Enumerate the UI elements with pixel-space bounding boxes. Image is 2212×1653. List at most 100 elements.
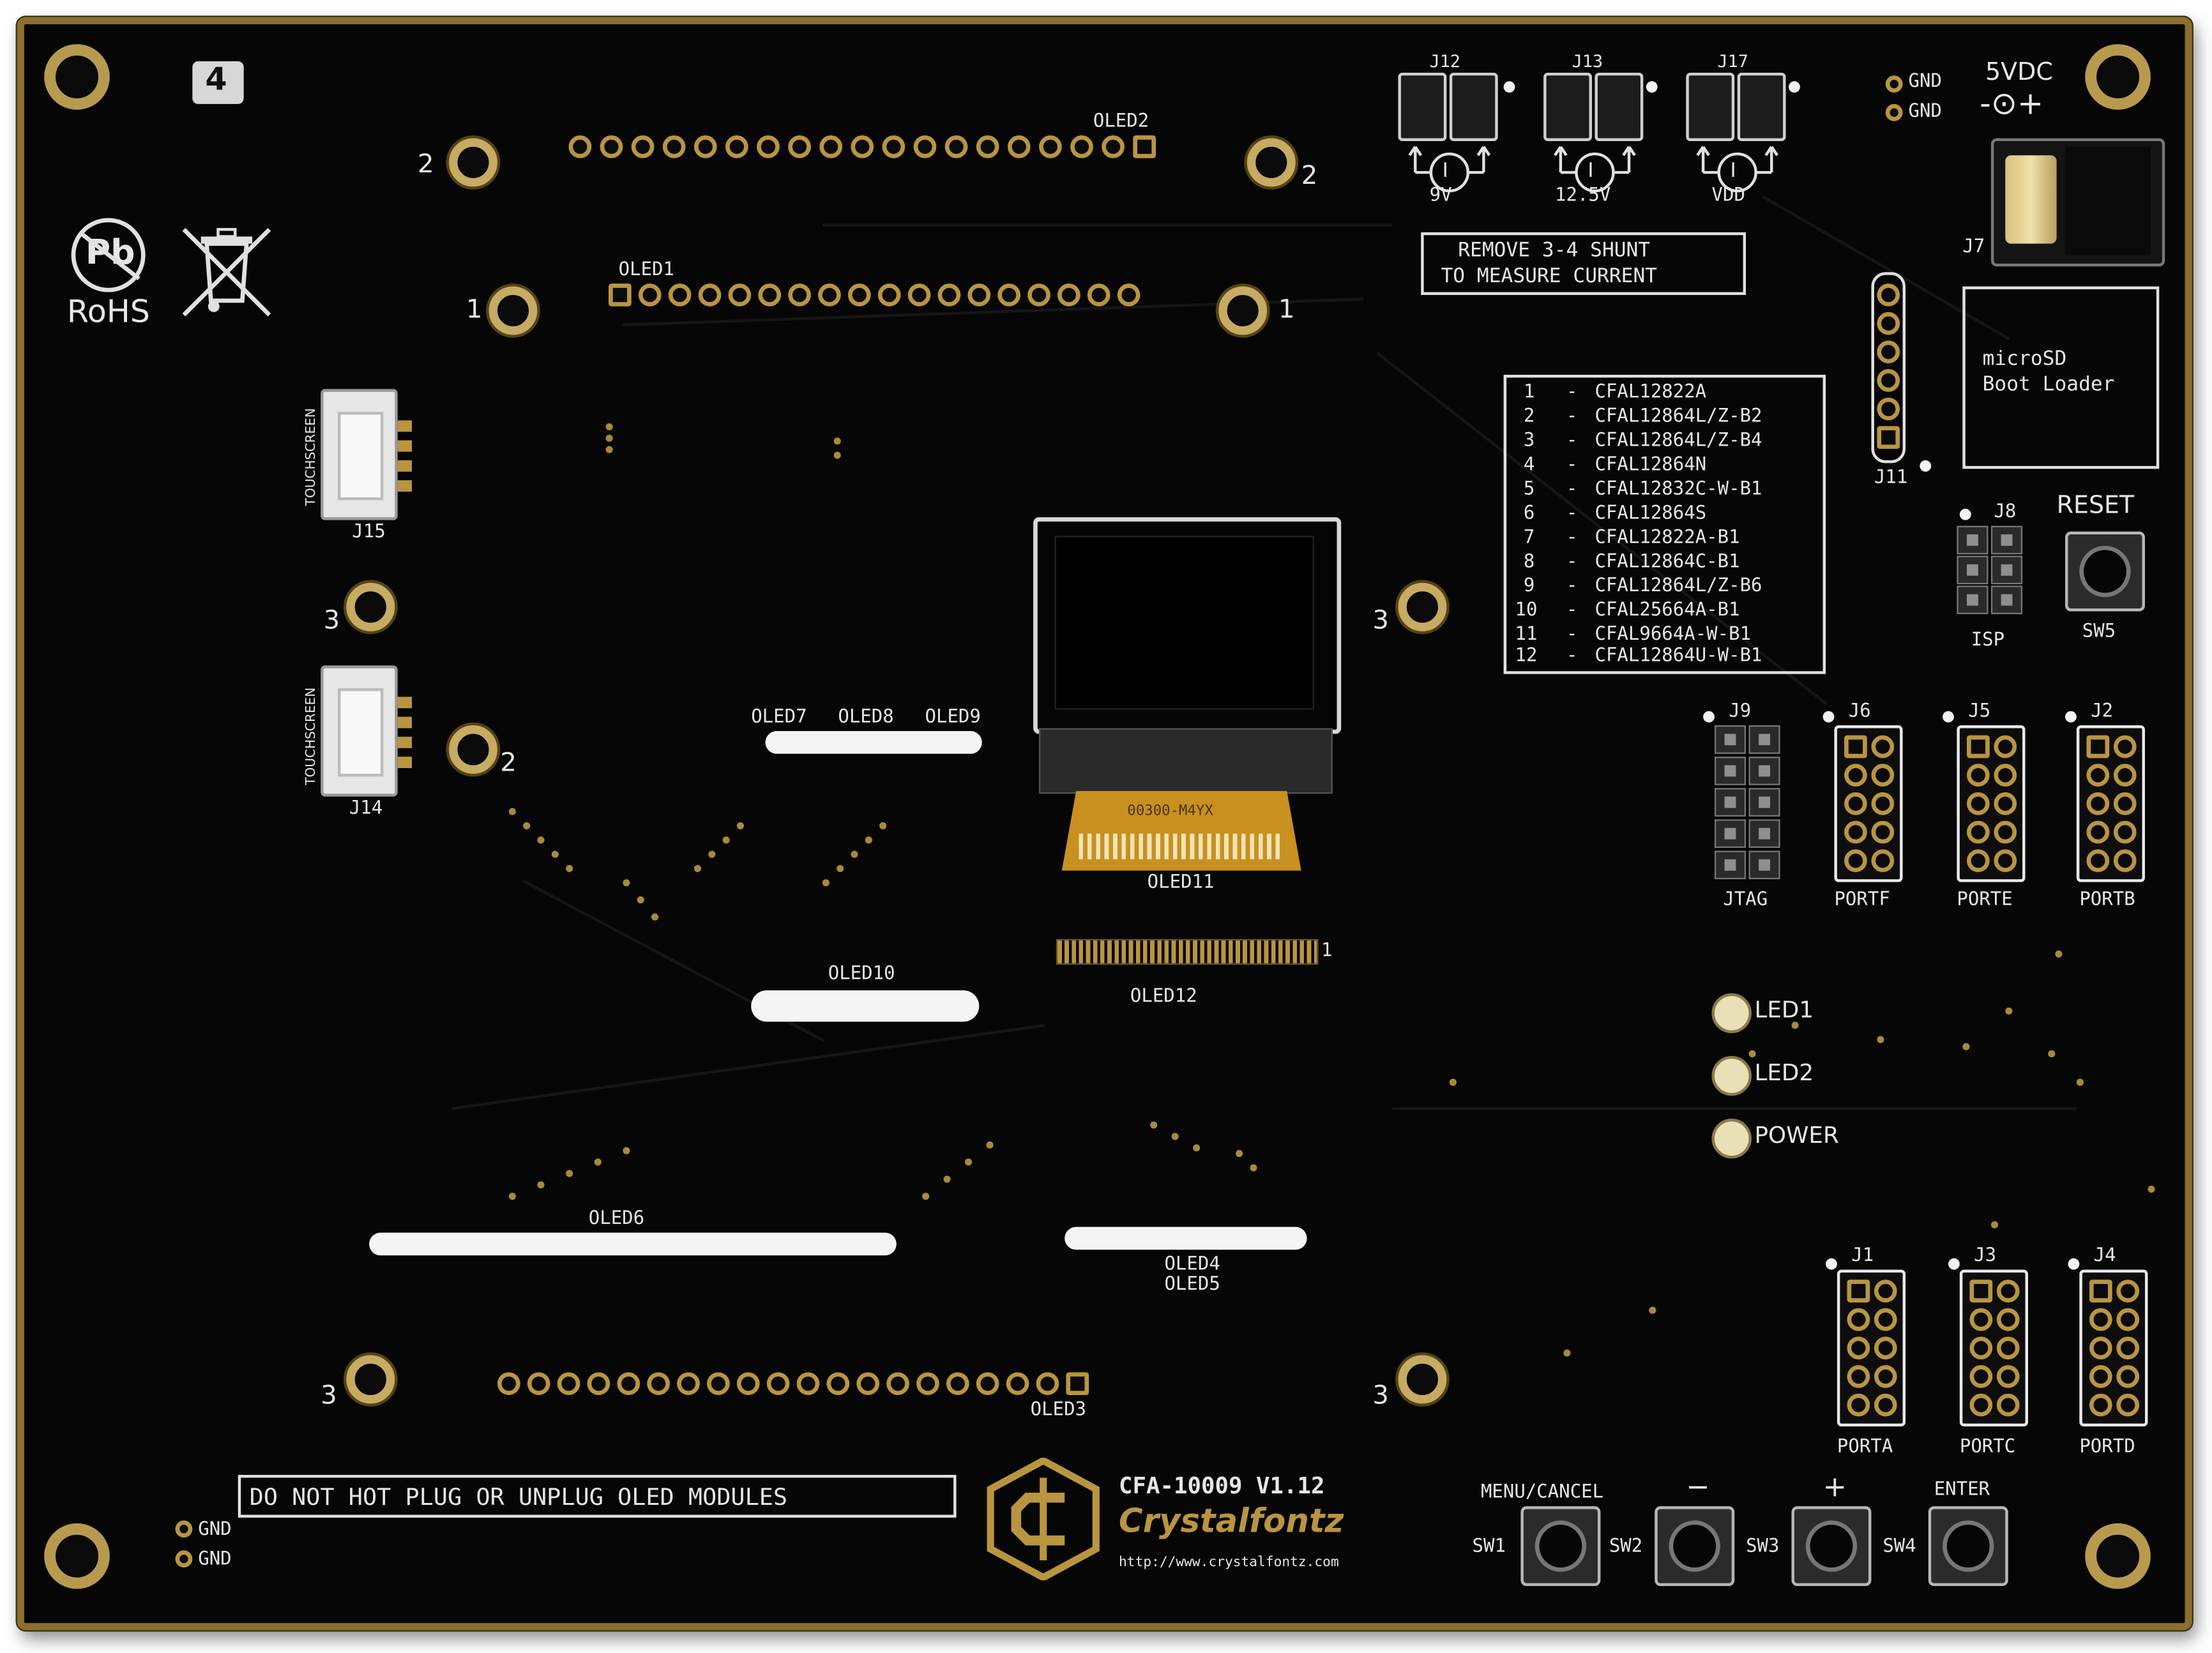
oled11-label: OLED11 bbox=[1147, 872, 1215, 894]
j14-touchscreen-connector[interactable] bbox=[321, 665, 413, 797]
jumper-j17[interactable]: J17 bbox=[1686, 53, 1786, 141]
current-meter-icon bbox=[1408, 146, 1491, 193]
oled8-label: OLED8 bbox=[838, 707, 894, 728]
revision-badge: 4 bbox=[192, 61, 244, 104]
mount-label: 2 bbox=[1301, 161, 1318, 192]
pcb-board: 4 Pb RoHS OLED2 OLED1 2 2 1 1 3 3 2 bbox=[17, 17, 2192, 1631]
jumper-j12[interactable]: J12 bbox=[1398, 53, 1498, 141]
sw2-minus-label: − bbox=[1686, 1469, 1710, 1504]
module-list-row: 11-CFAL9664A-W-B1 bbox=[1515, 624, 1752, 646]
j2-label: J2 bbox=[2091, 701, 2114, 723]
oled7-8-9-slot bbox=[765, 730, 982, 754]
sw1-menu-cancel-button[interactable] bbox=[1520, 1506, 1601, 1587]
sw3-plus-label: + bbox=[1822, 1469, 1847, 1504]
mount-label: 1 bbox=[466, 295, 483, 325]
j15-label: J15 bbox=[352, 521, 386, 543]
sw3-plus-button[interactable] bbox=[1791, 1506, 1872, 1587]
j3-portc-label: PORTC bbox=[1959, 1436, 2016, 1458]
module-list-row: 10-CFAL25664A-B1 bbox=[1515, 600, 1740, 622]
j3-portc-header[interactable] bbox=[1959, 1269, 2028, 1427]
j2-portb-label: PORTB bbox=[2079, 889, 2135, 911]
sw5-reset-button[interactable] bbox=[2065, 531, 2146, 612]
mount-hole-3-right-upper bbox=[1398, 582, 1447, 631]
oled9-label: OLED9 bbox=[925, 707, 981, 728]
j4-portd-label: PORTD bbox=[2079, 1436, 2135, 1458]
module-list-row: 9-CFAL12864L/Z-B6 bbox=[1523, 575, 1762, 598]
sw4-enter-button[interactable] bbox=[1928, 1506, 2008, 1587]
mount-hole-2-top-right bbox=[1246, 138, 1296, 187]
sw2-minus-button[interactable] bbox=[1655, 1506, 1735, 1587]
sw5-label: SW5 bbox=[2082, 621, 2116, 643]
led1-label: LED1 bbox=[1754, 996, 1814, 1023]
module-list-row: 2-CFAL12864L/Z-B2 bbox=[1523, 406, 1762, 428]
sw1-label: SW1 bbox=[1472, 1536, 1506, 1558]
j6-label: J6 bbox=[1848, 701, 1871, 723]
brand-name: Crystalfontz bbox=[1119, 1503, 1344, 1541]
oled6-label: OLED6 bbox=[588, 1208, 645, 1230]
oled12-pin1-label: 1 bbox=[1321, 940, 1333, 962]
revision-badge-text: 4 bbox=[205, 63, 227, 99]
power-led-label: POWER bbox=[1754, 1121, 1839, 1149]
j2-portb-header[interactable] bbox=[2076, 725, 2146, 882]
j9-jtag-label: JTAG bbox=[1723, 889, 1768, 911]
oled3-label: OLED3 bbox=[1030, 1399, 1087, 1421]
current-meter-icon bbox=[1554, 146, 1636, 193]
mount-label: 3 bbox=[321, 1380, 337, 1411]
rohs-pb-icon: Pb bbox=[71, 218, 146, 292]
shunt-note-line1: REMOVE 3-4 SHUNT bbox=[1458, 239, 1651, 262]
mount-label: 2 bbox=[417, 149, 434, 180]
mount-label: 3 bbox=[1372, 605, 1389, 636]
j7-power-jack[interactable] bbox=[1990, 138, 2165, 267]
jumper-j17-label: VDD bbox=[1711, 185, 1745, 207]
j9-jtag-header[interactable] bbox=[1714, 725, 1783, 882]
jumper-j12-ref: J12 bbox=[1429, 51, 1460, 72]
gnd-label: GND bbox=[198, 1519, 232, 1541]
meter-symbol: I bbox=[1730, 159, 1736, 183]
j1-porta-header[interactable] bbox=[1837, 1269, 1906, 1427]
oled11-flex-print: 00300-M4YX bbox=[1127, 803, 1213, 820]
gnd-label: GND bbox=[198, 1549, 232, 1571]
meter-symbol: I bbox=[1587, 159, 1594, 183]
j3-label: J3 bbox=[1974, 1245, 1997, 1267]
sw4-enter-label: ENTER bbox=[1934, 1479, 1990, 1501]
module-list-row: 8-CFAL12864C-B1 bbox=[1523, 551, 1740, 573]
rohs-label: RoHS bbox=[66, 295, 150, 331]
sw3-label: SW3 bbox=[1746, 1536, 1780, 1558]
j5-label: J5 bbox=[1968, 701, 1991, 723]
mount-hole-1-left bbox=[489, 286, 538, 335]
crystalfontz-logo-icon bbox=[987, 1458, 1100, 1581]
j15-touchscreen-connector[interactable] bbox=[321, 389, 413, 520]
sw1-menu-cancel-label: MENU/CANCEL bbox=[1480, 1482, 1604, 1504]
power-input-label: 5VDC bbox=[1985, 58, 2053, 87]
module-list-row: 3-CFAL12864L/Z-B4 bbox=[1523, 430, 1762, 452]
current-meter-icon bbox=[1696, 146, 1779, 193]
module-list-row: 5-CFAL12832C-W-B1 bbox=[1523, 478, 1762, 501]
module-list-row: 7-CFAL12822A-B1 bbox=[1523, 527, 1740, 549]
oled7-label: OLED7 bbox=[751, 707, 807, 728]
sw2-label: SW2 bbox=[1609, 1536, 1643, 1558]
j6-portf-header[interactable] bbox=[1834, 725, 1903, 882]
oled2-label: OLED2 bbox=[1093, 111, 1149, 133]
corner-hole-top-left bbox=[44, 44, 110, 110]
oled11-display bbox=[1033, 517, 1342, 734]
oled2-pad-row bbox=[568, 135, 1167, 164]
mount-label: 3 bbox=[1372, 1380, 1389, 1411]
meter-symbol: I bbox=[1442, 159, 1448, 183]
module-list-row: 4-CFAL12864N bbox=[1523, 454, 1707, 476]
mount-hole-3-left-lower bbox=[346, 1355, 395, 1404]
oled11-glass-ledge bbox=[1039, 728, 1333, 794]
reset-label: RESET bbox=[2056, 492, 2135, 520]
jumper-j12-label: 9V bbox=[1429, 185, 1452, 207]
microsd-line2: Boot Loader bbox=[1982, 373, 2115, 396]
hot-plug-warning-text: DO NOT HOT PLUG OR UNPLUG OLED MODULES bbox=[249, 1483, 788, 1511]
oled11-screen bbox=[1054, 536, 1314, 710]
j11-header[interactable] bbox=[1871, 272, 1906, 464]
oled1-pad-row bbox=[609, 283, 1179, 312]
microsd-boot-loader-box: microSD Boot Loader bbox=[1962, 286, 2160, 469]
j5-porte-header[interactable] bbox=[1957, 725, 2026, 882]
j1-label: J1 bbox=[1851, 1245, 1874, 1267]
shunt-note-line2: TO MEASURE CURRENT bbox=[1441, 265, 1658, 288]
jumper-j13[interactable]: J13 bbox=[1543, 53, 1644, 141]
j8-isp-header[interactable] bbox=[1957, 525, 2025, 617]
j4-portd-header[interactable] bbox=[2079, 1269, 2148, 1427]
